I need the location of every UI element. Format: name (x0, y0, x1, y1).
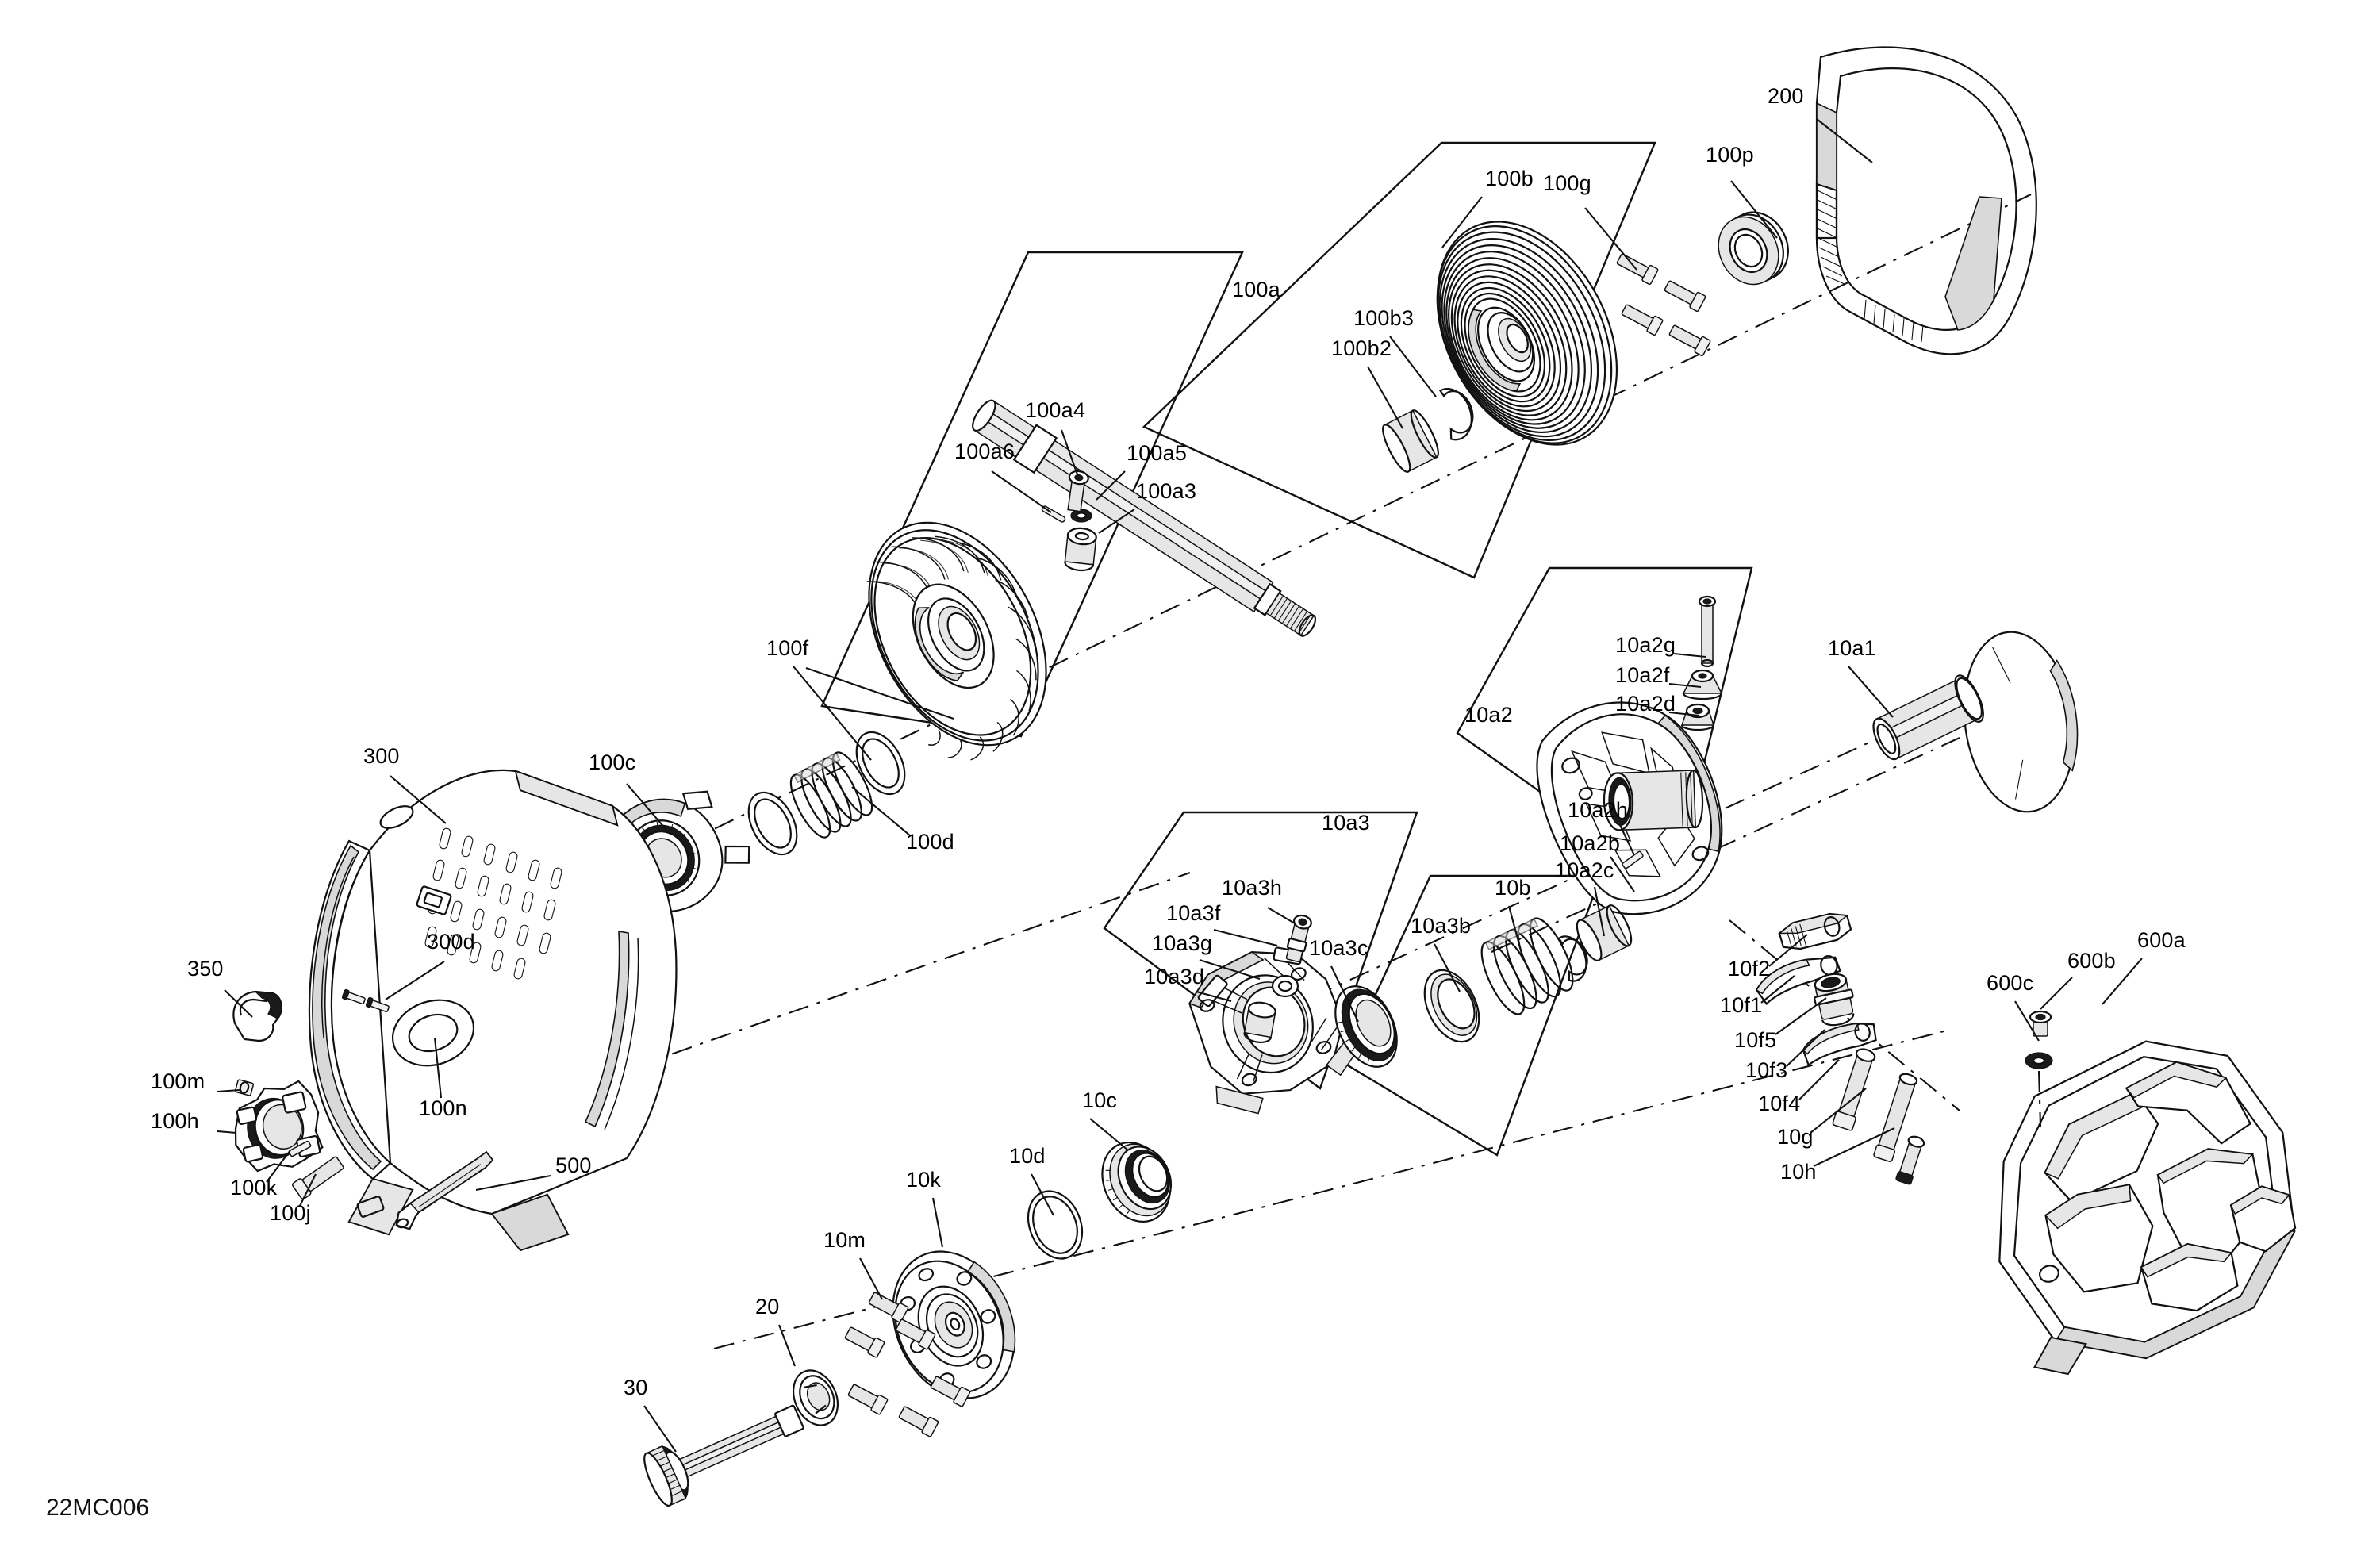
callout-10a3c: 10a3c (1309, 936, 1368, 960)
screws-10m (844, 1292, 971, 1437)
callout-100a5: 100a5 (1127, 441, 1188, 465)
callout-600c: 600c (1987, 971, 2034, 995)
callout-100a4: 100a4 (1025, 398, 1086, 422)
callout-10a3h: 10a3h (1222, 876, 1283, 900)
callout-100p: 100p (1706, 143, 1754, 167)
washer-100n (391, 999, 475, 1067)
callout-10c: 10c (1082, 1088, 1118, 1112)
callout-10f4: 10f4 (1758, 1092, 1801, 1115)
callout-10a2: 10a2 (1464, 703, 1513, 727)
callout-100j: 100j (270, 1201, 311, 1225)
callout-100h: 100h (151, 1109, 199, 1133)
callout-10h: 10h (1780, 1160, 1817, 1184)
callout-30: 30 (624, 1376, 648, 1399)
callout-100a6: 100a6 (954, 439, 1015, 463)
callout-10a3d: 10a3d (1144, 965, 1205, 988)
callout-10b: 10b (1495, 876, 1531, 900)
housing-600a (1998, 1010, 2297, 1376)
callout-10a2b: 10a2b (1560, 831, 1621, 855)
callout-300: 300 (363, 744, 400, 768)
callout-10f1: 10f1 (1720, 993, 1763, 1017)
callout-100c: 100c (589, 750, 636, 774)
callout-10a1: 10a1 (1828, 636, 1876, 660)
callout-10a3f: 10a3f (1166, 901, 1221, 925)
callout-100k: 100k (230, 1176, 278, 1199)
bearing-100p (1718, 211, 1789, 286)
coil-spring-100d (789, 751, 873, 839)
callout-100a3: 100a3 (1136, 479, 1197, 503)
callout-600a: 600a (2137, 928, 2186, 952)
callout-10a3g: 10a3g (1152, 931, 1213, 955)
callout-200: 200 (1768, 84, 1804, 108)
washer-20 (792, 1369, 839, 1426)
callout-100g: 100g (1543, 171, 1591, 195)
callout-10k: 10k (906, 1168, 942, 1192)
drawing-reference-code: 22MC006 (46, 1495, 150, 1521)
bearing-10c (1101, 1141, 1173, 1223)
callout-500: 500 (555, 1153, 592, 1177)
fixed-sheave-100b (1436, 221, 1618, 446)
callout-10a3b: 10a3b (1411, 914, 1472, 938)
shaft-disc-10a1 (1872, 631, 2079, 813)
main-bolt-30 (643, 1404, 804, 1507)
callout-600b: 600b (2067, 949, 2116, 973)
drive-belt-200 (1815, 46, 2037, 355)
callout-100n: 100n (419, 1096, 467, 1120)
group-box-100b (1142, 141, 1656, 579)
sliding-sheave-10a2 (1536, 595, 1723, 982)
rings-100f (747, 731, 906, 856)
cvt-guard-300 (308, 769, 678, 1252)
callout-350: 350 (187, 957, 224, 981)
flange-100h (234, 1079, 344, 1200)
callout-10a2c: 10a2c (1555, 858, 1614, 882)
callout-100f: 100f (766, 636, 809, 660)
callout-100d: 100d (906, 830, 954, 854)
callout-10a2d: 10a2d (1615, 692, 1676, 716)
callout-10a3: 10a3 (1322, 811, 1370, 835)
callout-10a2g: 10a2g (1615, 633, 1676, 657)
lever-500 (395, 1150, 494, 1230)
driven-shaft-100a (866, 399, 1317, 761)
clip-350 (232, 990, 282, 1042)
callout-10f2: 10f2 (1728, 957, 1771, 981)
callout-100a: 100a (1232, 278, 1280, 301)
flange-plate-10k (892, 1250, 1016, 1399)
callout-10g: 10g (1777, 1125, 1814, 1149)
spacer-100b2 (1382, 409, 1439, 473)
screws-300d (341, 988, 390, 1013)
coil-spring-10b (1480, 917, 1574, 1015)
callout-10a2f: 10a2f (1615, 663, 1670, 687)
callout-10d: 10d (1009, 1144, 1046, 1168)
cam-arm-cluster-10f (1755, 912, 1925, 1185)
callout-100m: 100m (151, 1069, 205, 1093)
callout-100b: 100b (1485, 167, 1534, 190)
leader-lines (217, 118, 2143, 1453)
rivets-100g (1616, 253, 1711, 357)
callout-300d: 300d (427, 930, 475, 954)
callout-10f3: 10f3 (1745, 1058, 1788, 1082)
callout-10f5: 10f5 (1734, 1028, 1777, 1052)
snap-ring-100b3 (1438, 387, 1474, 441)
callout-10m: 10m (823, 1228, 866, 1252)
callout-100b3: 100b3 (1353, 306, 1415, 330)
callout-100b2: 100b2 (1331, 336, 1392, 360)
callout-20: 20 (755, 1295, 780, 1318)
callout-10a2h: 10a2h (1568, 798, 1629, 822)
